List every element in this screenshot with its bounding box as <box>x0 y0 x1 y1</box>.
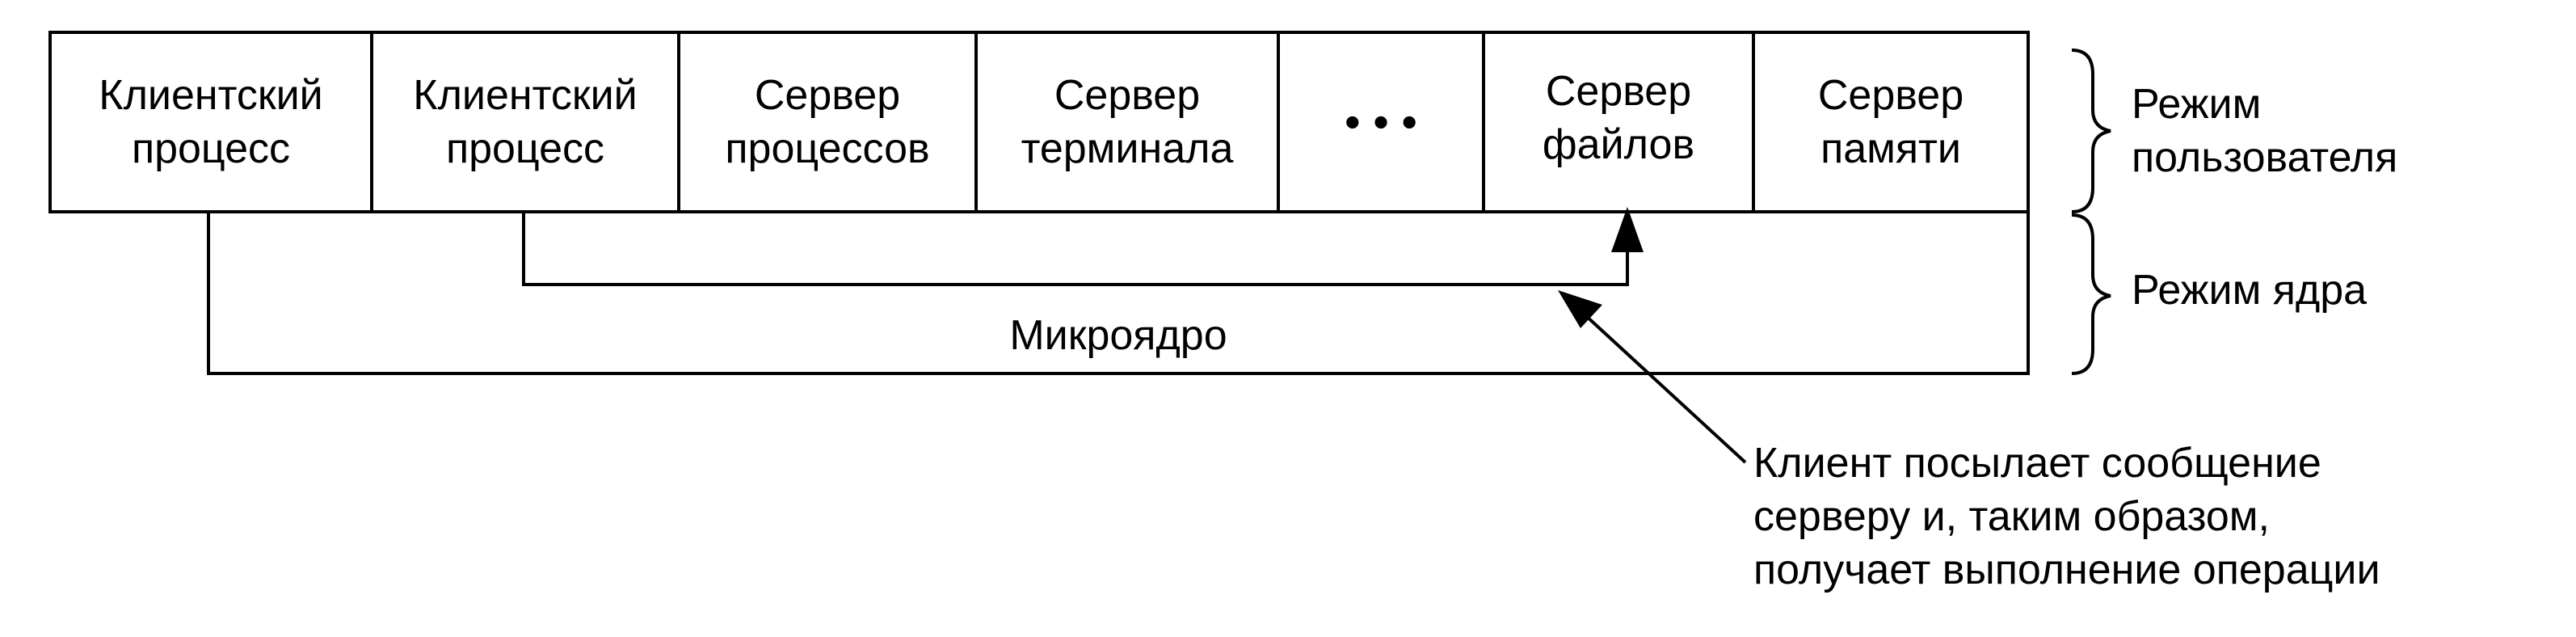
microkernel-box <box>207 212 2030 375</box>
cell-label-line1: Клиентский <box>99 72 323 119</box>
cell-label-line1: Сервер <box>754 72 901 119</box>
user-mode-brace <box>2071 49 2111 213</box>
kernel-mode-brace <box>2071 213 2111 375</box>
callout-text: Клиент посылает сообщение серверу и, так… <box>1753 437 2380 597</box>
user-mode-row-border <box>48 31 2030 213</box>
message-path <box>522 212 1629 286</box>
client-process-cell-1: Клиентский процесс <box>50 32 372 212</box>
cell-label-line2: терминала <box>1021 125 1234 172</box>
client-process-cell-2: Клиентский процесс <box>372 32 679 212</box>
cell-label-line2: процесс <box>445 125 605 172</box>
callout-leader-line <box>1584 314 1747 464</box>
callout-line3: получает выполнение операции <box>1753 546 2380 593</box>
ellipsis-dots: • • • <box>1345 96 1417 147</box>
cell-label-line1: Сервер <box>1817 72 1964 119</box>
file-server-cell: Сервер файлов <box>1484 32 1753 212</box>
cell-label-line1: Сервер <box>1054 72 1201 119</box>
ellipsis-cell: • • • <box>1278 32 1484 212</box>
cell-label-line1: Сервер <box>1545 68 1692 115</box>
callout-line2: серверу и, таким образом, <box>1753 493 2271 540</box>
callout-line1: Клиент посылает сообщение <box>1753 440 2321 487</box>
terminal-server-cell: Сервер терминала <box>976 32 1278 212</box>
cell-label-line2: файлов <box>1542 121 1695 168</box>
microkernel-label: Микроядро <box>1009 312 1227 359</box>
user-mode-label: Режим пользователя <box>2132 78 2397 184</box>
cell-label-line2: процессов <box>725 125 930 172</box>
cell-label-line1: Клиентский <box>413 72 638 119</box>
user-mode-label-line2: пользователя <box>2132 134 2398 181</box>
cell-label-line2: памяти <box>1820 125 1961 172</box>
kernel-mode-label: Режим ядра <box>2132 267 2368 314</box>
user-mode-label-line1: Режим <box>2132 81 2262 128</box>
memory-server-cell: Сервер памяти <box>1753 32 2028 212</box>
callout-leader-arrowhead <box>1558 290 1602 328</box>
message-path-arrowhead <box>1611 207 1644 252</box>
cell-label-line2: процесс <box>131 125 291 172</box>
process-server-cell: Сервер процессов <box>679 32 976 212</box>
